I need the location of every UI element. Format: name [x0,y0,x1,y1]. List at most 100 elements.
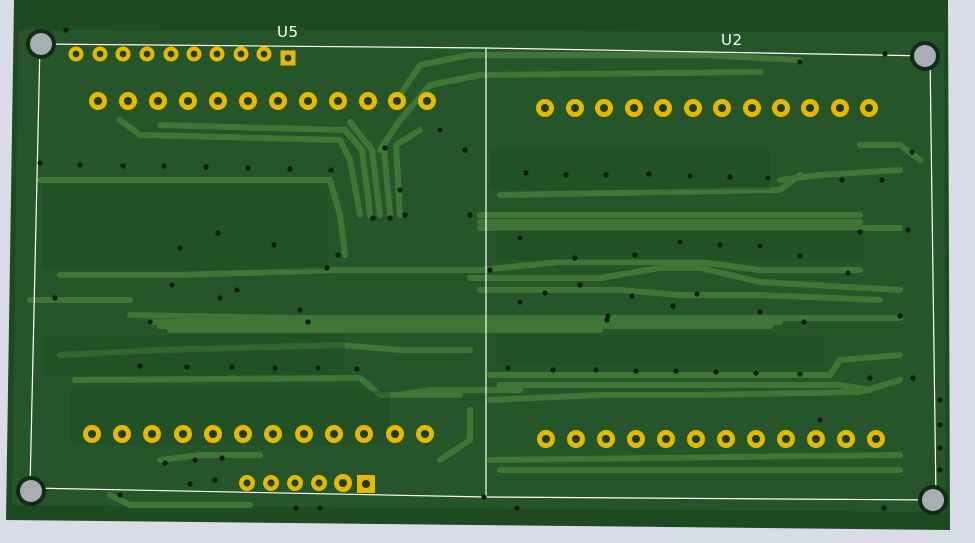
trace [37,177,348,258]
pad-icon [329,92,347,110]
via-icon [217,295,223,301]
via-icon [632,252,638,258]
via-icon [517,299,523,305]
via-icon [717,242,723,248]
via-icon [402,212,408,218]
pad-icon [264,425,282,443]
pad-icon [143,425,161,443]
pad-icon [204,425,222,443]
via-icon [687,173,693,179]
via-icon [753,370,759,376]
trace [397,387,523,398]
mounting-hole-icon [910,41,940,71]
via-icon [605,313,611,319]
via-icon [603,172,609,178]
pad-icon [777,430,795,448]
pad-icon [359,92,377,110]
clearance-layer [42,150,865,445]
clearance-region [495,230,865,260]
via-icon [487,267,493,273]
via-icon [212,477,218,483]
clearance-region [490,150,770,190]
pad-icon [627,430,645,448]
via-icon [905,227,911,233]
via-icon [882,51,888,57]
trace [397,52,803,98]
mounting-hole-layer [16,29,948,515]
mounting-hole-icon [16,476,46,506]
pad-icon [295,425,313,443]
via-icon [63,27,69,33]
pad-icon [355,425,373,443]
via-icon [677,239,683,245]
trace [127,312,903,321]
via-icon [577,282,583,288]
pad-icon [536,99,554,117]
via-icon [229,364,235,370]
trace [117,117,363,218]
pad-icon [280,50,296,66]
trace [381,145,393,218]
trace [487,452,903,463]
via-icon [271,242,277,248]
pad-icon [743,99,761,117]
via-icon [505,365,511,371]
pad-icon [209,92,227,110]
via-icon [184,364,190,370]
via-icon [633,368,639,374]
pad-icon [119,92,137,110]
trace [57,259,863,278]
pad-icon [163,46,179,62]
pad-icon [263,475,279,491]
via-icon [563,172,569,178]
via-icon [77,162,83,168]
pad-icon [83,425,101,443]
mounting-hole-icon [918,485,948,515]
clearance-region [45,335,345,375]
via-icon [897,313,903,319]
via-icon [910,375,916,381]
trace [347,119,383,218]
via-icon [572,255,578,261]
via-icon [234,287,240,293]
trace [477,287,883,303]
via-icon [215,230,221,236]
pad-icon [139,46,155,62]
via-icon [297,307,303,313]
via-icon [147,319,153,325]
trace [487,377,903,403]
via-icon [387,215,393,221]
pad-icon [92,46,108,62]
trace [437,407,473,463]
trace [107,492,253,508]
pad-icon [234,425,252,443]
via-icon [272,365,278,371]
pad-icon [256,46,272,62]
via-icon [317,505,323,511]
pad-icon [68,46,84,62]
trace [857,142,923,163]
pad-icon [717,430,735,448]
pad-icon [209,46,225,62]
via-icon [797,253,803,259]
via-icon [937,422,943,428]
via-icon [629,293,635,299]
via-icon [757,243,763,249]
pad-icon [801,99,819,117]
via-icon [839,177,845,183]
via-icon [817,417,823,423]
pad-icon [684,99,702,117]
pad-icon [595,99,613,117]
via-icon [245,165,251,171]
via-icon [37,160,43,166]
via-icon [694,291,700,297]
trace [467,265,903,293]
via-icon [879,177,885,183]
pad-icon [860,99,878,117]
via-icon [120,163,126,169]
trace [487,352,903,378]
pad-icon [657,430,675,448]
pad-icon [239,92,257,110]
ref-label-u2: U2 [721,31,743,49]
